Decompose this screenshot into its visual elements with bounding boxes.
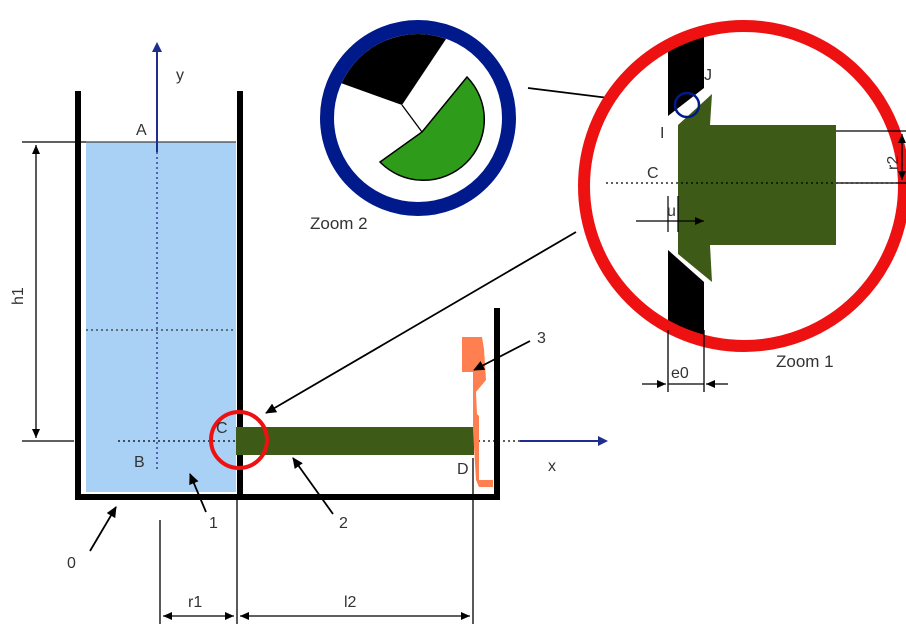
zoom1-ring	[578, 20, 906, 352]
label-part-3: 3	[537, 330, 546, 347]
label-u: u	[667, 203, 676, 220]
label-point-c-zoom: C	[647, 165, 659, 182]
label-l2: l2	[344, 594, 357, 611]
rod	[236, 427, 474, 455]
zoom1-rod	[678, 94, 836, 282]
zoom1-inset	[578, 20, 906, 352]
label-zoom-1: Zoom 1	[776, 352, 834, 371]
zoom2-gap-line	[401, 104, 423, 133]
label-axis-x: x	[548, 458, 556, 475]
label-r1: r1	[188, 594, 202, 611]
label-point-i: I	[660, 125, 664, 142]
callout-arrow-0	[89, 506, 117, 552]
zoom2-inset	[320, 20, 516, 216]
label-part-0: 0	[67, 555, 76, 572]
label-e0: e0	[671, 365, 689, 382]
zoom2-wall-piece	[334, 34, 448, 105]
callout-arrow-1	[189, 473, 207, 513]
label-point-a: A	[136, 122, 147, 139]
label-point-b: B	[134, 454, 145, 471]
label-point-c: C	[216, 420, 228, 437]
zoom1-leader-arrow	[265, 231, 577, 414]
zoom2-ring	[320, 20, 516, 216]
label-part-1: 1	[209, 515, 218, 532]
callout-arrow-2	[292, 457, 334, 515]
label-axis-y: y	[176, 67, 184, 84]
zoom2-rod-piece	[378, 75, 486, 182]
label-r2: r2	[885, 156, 902, 170]
water	[86, 142, 236, 492]
label-part-2: 2	[339, 515, 348, 532]
label-point-j: J	[704, 67, 712, 84]
label-h1: h1	[10, 287, 27, 305]
zoom2-region-marker	[673, 91, 701, 119]
label-point-d: D	[457, 461, 469, 478]
zoom1-region-marker	[209, 410, 269, 470]
piston	[462, 337, 493, 487]
callout-arrow-3	[473, 340, 531, 371]
label-zoom-2: Zoom 2	[310, 214, 368, 233]
